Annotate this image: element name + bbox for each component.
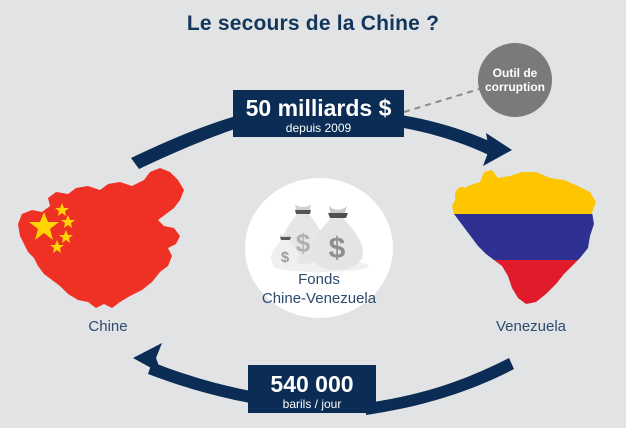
corruption-bubble-line-1: Outil de [492, 66, 538, 80]
country-label-chine: Chine [88, 318, 128, 335]
banner-top-flow: 50 milliards $ depuis 2009 [233, 90, 404, 137]
dashed-connector [403, 86, 487, 113]
arrow-venezuela-to-chine [133, 343, 514, 415]
country-label-venezuela: Venezuela [495, 318, 567, 335]
venezuela-map-icon [452, 170, 596, 304]
china-map-icon [18, 168, 184, 308]
banner-bottom-amount: 540 000 [270, 371, 354, 397]
arrow-chine-to-venezuela [131, 110, 512, 169]
fund-label-line-2: Chine-Venezuela [261, 290, 377, 307]
corruption-annotation-bubble: Outil de corruption [478, 43, 552, 117]
svg-text:$: $ [281, 249, 290, 266]
page-title: Le secours de la Chine ? [186, 12, 440, 35]
banner-top-amount: 50 milliards $ [245, 95, 392, 121]
banner-top-caption: depuis 2009 [285, 121, 352, 135]
fund-label: Fonds Chine-Venezuela [245, 270, 393, 308]
banner-bottom-flow: 540 000 barils / jour [248, 365, 376, 413]
money-bags-icon: $ $ $ [271, 204, 369, 272]
corruption-bubble-line-2: corruption [485, 80, 545, 94]
banner-bottom-caption: barils / jour [282, 397, 342, 411]
svg-text:$: $ [296, 228, 311, 258]
fund-label-line-1: Fonds [298, 271, 340, 288]
svg-text:$: $ [329, 232, 346, 265]
